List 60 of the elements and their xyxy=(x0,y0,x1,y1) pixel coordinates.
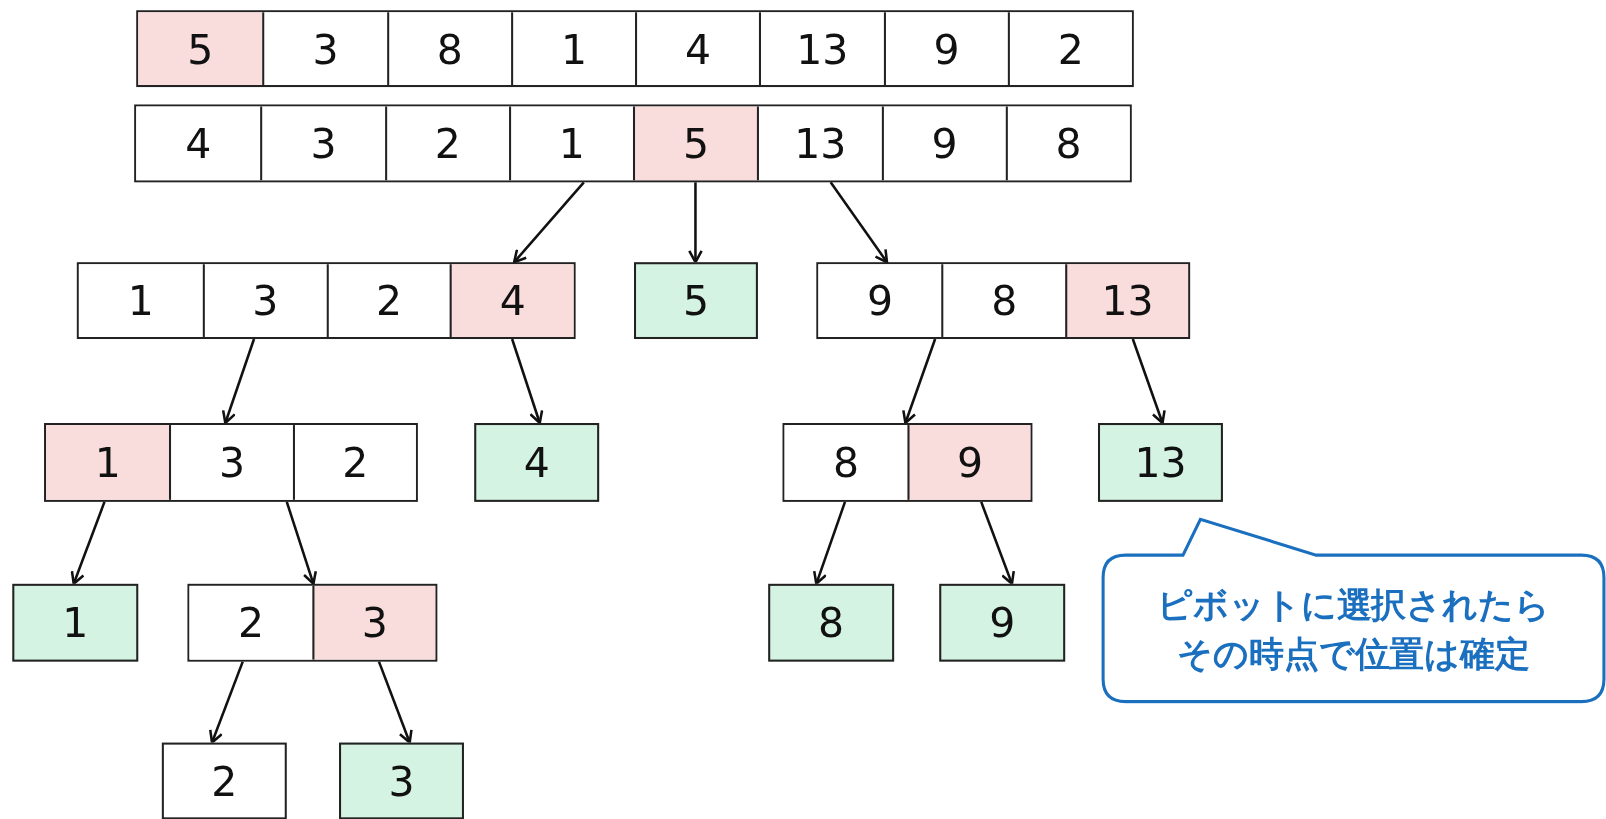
array-element: 4 xyxy=(474,423,600,502)
arrow xyxy=(377,661,413,744)
array-element: 1 xyxy=(46,425,170,500)
array-element: 2 xyxy=(161,742,287,819)
arrow xyxy=(980,501,1015,586)
array-element: 9 xyxy=(939,583,1066,662)
speech-bubble xyxy=(1101,517,1606,704)
array-element: 1 xyxy=(78,264,203,337)
arrow xyxy=(829,181,889,264)
array-element: 2 xyxy=(189,585,313,660)
array-element: 4 xyxy=(449,264,574,337)
node-label: 1 xyxy=(127,277,154,325)
array-element: 3 xyxy=(169,425,293,500)
node-label: 4 xyxy=(185,119,212,167)
array-bar xyxy=(76,262,576,339)
callout-text: ピボットに選択されたらその時点で位置は確定 xyxy=(1156,582,1551,676)
arrow xyxy=(221,338,256,425)
arrow xyxy=(510,338,544,425)
array-element: 13 xyxy=(759,12,884,85)
arrow xyxy=(1131,338,1166,425)
array-bar xyxy=(134,104,1132,183)
arrow xyxy=(209,661,244,744)
node-label: 8 xyxy=(832,438,860,486)
array-element: 9 xyxy=(883,12,1008,85)
array-element: 9 xyxy=(907,425,1031,500)
array-element: 3 xyxy=(339,742,464,819)
arrow xyxy=(285,501,318,586)
array-element: 8 xyxy=(768,583,895,662)
array-element: 13 xyxy=(1097,423,1223,502)
array-element: 13 xyxy=(1064,264,1189,337)
array-bar xyxy=(782,423,1033,502)
array-element: 3 xyxy=(312,585,436,660)
arrow xyxy=(902,338,937,425)
arrow xyxy=(688,182,703,264)
arrow xyxy=(70,501,106,586)
array-element: 5 xyxy=(632,106,758,181)
array-bar xyxy=(44,423,418,502)
array-element: 3 xyxy=(262,12,387,85)
array-element: 5 xyxy=(634,262,758,339)
array-element: 5 xyxy=(138,12,263,85)
array-element: 1 xyxy=(508,106,633,181)
array-bar xyxy=(136,10,1134,88)
array-element: 2 xyxy=(292,425,416,500)
array-element: 1 xyxy=(12,583,139,662)
arrow xyxy=(512,181,585,264)
array-element: 8 xyxy=(1005,106,1130,181)
array-element: 8 xyxy=(784,425,908,500)
arrow xyxy=(812,501,847,586)
array-bar xyxy=(187,583,438,662)
array-element: 2 xyxy=(326,264,450,337)
array-bar xyxy=(816,262,1191,339)
node-label: 9 xyxy=(866,277,894,325)
node-label: 2 xyxy=(237,599,264,647)
array-element: 4 xyxy=(635,12,760,85)
array-element: 8 xyxy=(941,264,1065,337)
array-element: 9 xyxy=(818,264,942,337)
array-element: 1 xyxy=(510,12,635,85)
array-element: 3 xyxy=(202,264,327,337)
array-element: 2 xyxy=(1007,12,1132,85)
array-element: 8 xyxy=(386,12,511,85)
